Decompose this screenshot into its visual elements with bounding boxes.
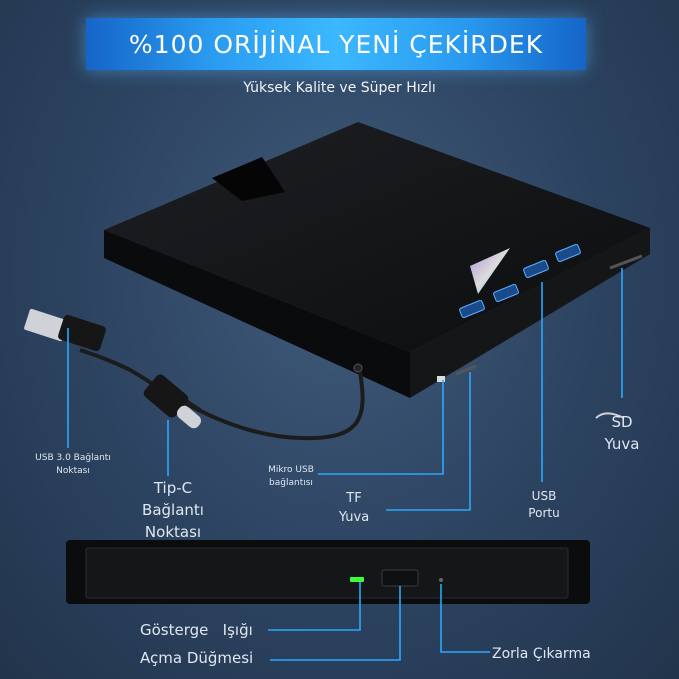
micro-usb-label-line1: Mikro USB [268,465,314,475]
typec-label-line2: Bağlantı [142,500,204,519]
subtitle: Yüksek Kalite ve Süper Hızlı [243,80,436,96]
sd-slot-label-line1: SD [611,413,633,431]
open-button-label: Açma Düğmesi [140,649,254,667]
banner-title: %100 ORİJİNAL YENİ ÇEKİRDEK [128,30,544,59]
usb-port-label-line1: USB [531,489,557,503]
typec-label-line1: Tip-C [153,479,193,497]
sd-slot-label-line2: Yuva [604,434,640,453]
tf-slot-label-line1: TF [346,491,362,506]
usb-port-label-line2: Portu [528,506,560,521]
sd-slot-label: SD Yuva [594,412,650,456]
indicator-light-label: Gösterge Işığı [140,621,253,639]
usb30-label-line1: USB 3.0 Bağlantı [35,453,111,463]
typec-label-line3: Noktası [144,522,202,541]
usb-port-icons [459,243,581,319]
force-eject-label: Zorla Çıkarma [492,646,591,662]
tf-slot-label: TF Yuva [326,490,382,528]
callout-lines [67,268,623,661]
tf-slot-label-line2: Yuva [338,509,370,525]
indicator-led-icon [350,577,364,582]
optical-drive-front-view [66,540,590,604]
micro-usb-label: Mikro USB bağlantısı [254,464,328,490]
open-button-icon [381,569,419,587]
title-banner [86,18,586,70]
cable-icon [24,308,365,441]
usb-port-label: USB Portu [514,488,574,523]
force-eject-hole-icon [439,578,443,582]
usb30-label-line2: Noktası [56,466,90,477]
micro-usb-label-line2: bağlantısı [269,478,313,489]
usb30-label: USB 3.0 Bağlantı Noktası [18,452,128,478]
optical-drive-top-view [104,122,650,398]
typec-label: Tip-C Bağlantı Noktası [128,478,218,543]
